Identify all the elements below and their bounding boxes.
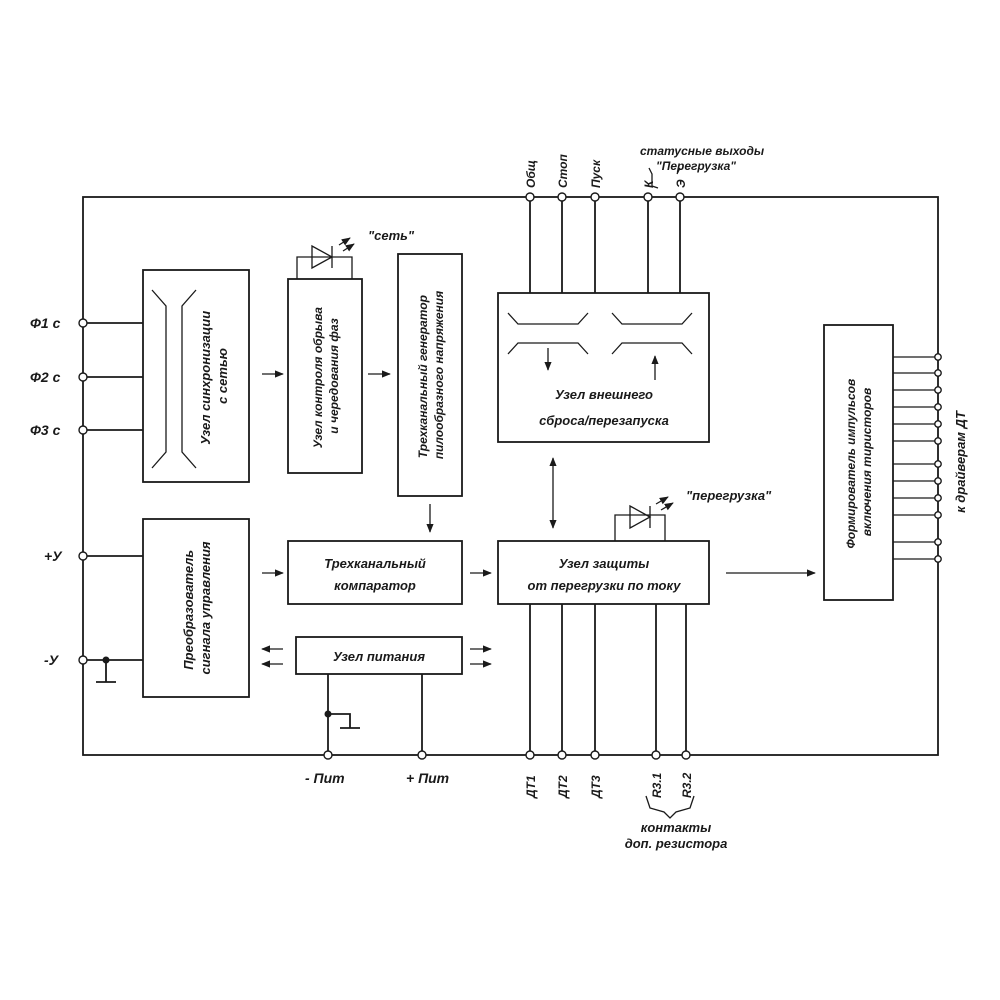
pin-minus-u <box>78 655 88 665</box>
phase-label-1: Узел контроля обрыва <box>311 307 325 449</box>
led-network-icon <box>311 244 334 270</box>
resistor-contacts-label-2: доп. резистора <box>625 836 728 851</box>
label-dt1: ДТ1 <box>524 775 538 799</box>
pulse-label-2: включения тиристоров <box>860 388 874 536</box>
pin-plus-pit <box>417 750 427 760</box>
pin-f2 <box>78 372 88 382</box>
sync-label-2: с сетью <box>215 348 230 404</box>
svg-text:Узел контроля обрыва и ч: Узел контроля обрыва и чередования фаз <box>311 304 341 449</box>
reset-label-1: Узел внешнего <box>555 387 653 402</box>
label-common: Общ <box>524 160 538 188</box>
reset-block: Узел внешнего сброса/перезапуска <box>497 292 710 443</box>
label-f2: Ф2 с <box>30 369 61 385</box>
pin-f3 <box>78 425 88 435</box>
label-f1: Ф1 с <box>30 315 61 331</box>
pin-k <box>643 192 653 202</box>
phase-label-2: и чередования фаз <box>327 318 341 433</box>
generator-block: Трехканальный генератор пилообразного на… <box>397 253 463 497</box>
driver-outputs <box>893 353 942 563</box>
protection-block: "перегрузка" Узел защиты от перегрузки п… <box>497 488 772 605</box>
label-r31: R3.1 <box>650 772 664 798</box>
pin-f1 <box>78 318 88 328</box>
drivers-label: к драйверам ДТ <box>953 410 968 513</box>
protection-label-2: от перегрузки по току <box>528 578 682 593</box>
phase-inputs: Ф1 с Ф2 с Ф3 с <box>30 315 143 438</box>
status-outputs-label-2: "Перегрузка" <box>656 159 736 173</box>
led-network-label: "сеть" <box>368 228 415 243</box>
pin-dt3 <box>590 750 600 760</box>
driver-output-pin <box>934 511 942 519</box>
driver-output-pin <box>934 420 942 428</box>
generator-label-1: Трехканальный генератор <box>416 295 430 458</box>
pin-start <box>590 192 600 202</box>
pin-stop <box>557 192 567 202</box>
label-dt2: ДТ2 <box>556 775 570 799</box>
driver-output-pin <box>934 477 942 485</box>
converter-label-2: сигнала управления <box>198 541 213 674</box>
driver-output-pin <box>934 538 942 546</box>
label-plus-u: +У <box>44 548 63 564</box>
driver-output-pin <box>934 403 942 411</box>
power-label: Узел питания <box>333 649 425 664</box>
phase-control-block: "сеть" Узел контроля обрыва и чередовани… <box>287 228 415 474</box>
driver-output-pin <box>934 460 942 468</box>
svg-text:статусные выходы "Перегр: статусные выходы "Перегрузка" <box>640 144 767 173</box>
pin-e <box>675 192 685 202</box>
top-pins: Общ Стоп Пуск К Э статусные выходы "Пере… <box>524 144 767 293</box>
driver-output-pin <box>934 555 942 563</box>
pin-r32 <box>681 750 691 760</box>
driver-output-pin <box>934 437 942 445</box>
bottom-pins: ДТ1 ДТ2 ДТ3 R3.1 R3.2 контакты доп. рези… <box>524 604 727 851</box>
comparator-label-2: компаратор <box>334 578 416 593</box>
label-minus-pit: - Пит <box>305 770 345 786</box>
driver-output-pin <box>934 386 942 394</box>
pin-dt2 <box>557 750 567 760</box>
pulse-former-block: Формирователь импульсов включения тирист… <box>823 324 894 601</box>
label-start: Пуск <box>589 159 603 188</box>
svg-text:Формирователь импульсов: Формирователь импульсов включения тирист… <box>844 375 874 548</box>
converter-label-1: Преобразователь <box>181 550 196 670</box>
label-e: Э <box>674 179 688 188</box>
pin-plus-u <box>78 551 88 561</box>
driver-output-pin <box>934 353 942 361</box>
resistor-contacts-label-1: контакты <box>641 820 711 835</box>
comparator-block: Трехканальный компаратор <box>287 540 463 605</box>
driver-output-pin <box>934 494 942 502</box>
label-dt3: ДТ3 <box>589 775 603 799</box>
label-plus-pit: + Пит <box>406 770 449 786</box>
svg-text:Узел синхронизации с сет: Узел синхронизации с сетью <box>198 307 230 445</box>
status-outputs-label-1: статусные выходы <box>640 144 765 158</box>
label-f3: Ф3 с <box>30 422 61 438</box>
sync-block: Узел синхронизации с сетью <box>142 269 250 483</box>
power-block: Узел питания - Пит + Пит <box>261 636 492 786</box>
pin-minus-pit <box>323 750 333 760</box>
label-k: К <box>642 179 656 188</box>
label-r32: R3.2 <box>680 772 694 798</box>
pulse-label-1: Формирователь импульсов <box>844 379 858 549</box>
svg-text:Трехканальный генератор: Трехканальный генератор пилообразного на… <box>416 291 446 459</box>
converter-block: Преобразователь сигнала управления <box>142 518 250 698</box>
pin-dt1 <box>525 750 535 760</box>
label-minus-u: -У <box>44 652 60 668</box>
pin-r31 <box>651 750 661 760</box>
led-overload-icon <box>629 504 652 530</box>
svg-text:Преобразователь сигнала: Преобразователь сигнала управления <box>181 541 213 674</box>
comparator-label-1: Трехканальный <box>324 556 426 571</box>
driver-output-pin <box>934 369 942 377</box>
device-enclosure <box>82 196 939 756</box>
control-inputs: +У -У <box>44 548 143 683</box>
label-stop: Стоп <box>556 153 570 188</box>
pin-common <box>525 192 535 202</box>
generator-label-2: пилообразного напряжения <box>432 291 446 459</box>
reset-label-2: сброса/перезапуска <box>539 413 669 428</box>
protection-label-1: Узел защиты <box>559 556 649 571</box>
sync-label-1: Узел синхронизации <box>198 311 213 445</box>
led-overload-label: "перегрузка" <box>686 488 772 503</box>
